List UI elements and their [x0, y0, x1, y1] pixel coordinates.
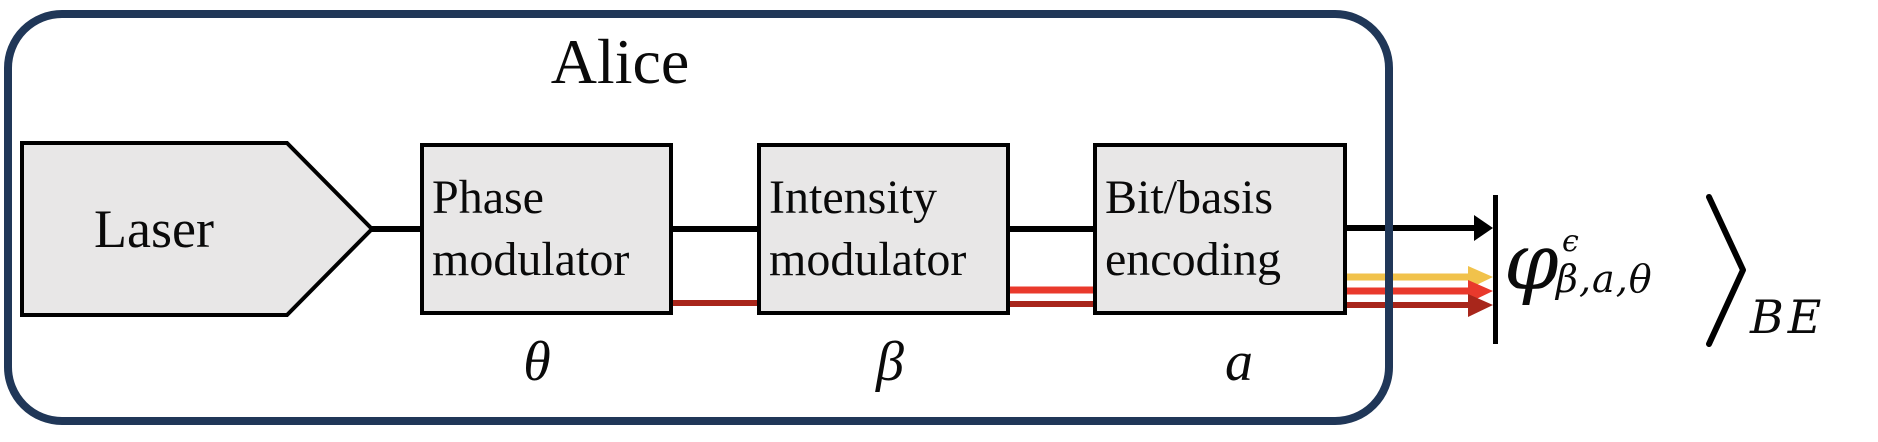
bit-basis-encoding-box: Bit/basis encoding [1093, 143, 1347, 315]
phase-modulator-box: Phase modulator [420, 143, 673, 315]
ket-superscript-epsilon: ϵ [1562, 224, 1579, 259]
intensity-modulator-label-line1: Intensity [769, 170, 937, 224]
param-theta: θ [523, 331, 551, 393]
ket-phi: φ [1504, 218, 1559, 308]
bit-basis-encoding-label-line1: Bit/basis [1105, 170, 1274, 224]
output-arrow-black-head [1474, 215, 1493, 241]
ket-left-bar [1493, 195, 1498, 344]
ket-system-label-be: BE [1750, 290, 1826, 344]
ket-subscript-beta-a-theta: β,a,θ [1556, 257, 1653, 301]
alice-boundary-box [4, 10, 1393, 425]
phase-modulator-label-line2: modulator [432, 233, 630, 286]
output-arrow-darkred-head [1468, 294, 1493, 317]
laser-shape [20, 141, 375, 317]
alice-title: Alice [550, 26, 690, 97]
bit-basis-encoding-label-line2: encoding [1105, 233, 1281, 286]
param-a: a [1225, 331, 1253, 393]
param-beta: β [876, 331, 904, 393]
ket-right-angle-bracket [1706, 194, 1746, 347]
intensity-modulator-box: Intensity modulator [757, 143, 1010, 315]
phase-modulator-label-line1: Phase [432, 170, 544, 224]
intensity-modulator-label-line2: modulator [769, 233, 967, 286]
laser-label: Laser [94, 199, 214, 259]
